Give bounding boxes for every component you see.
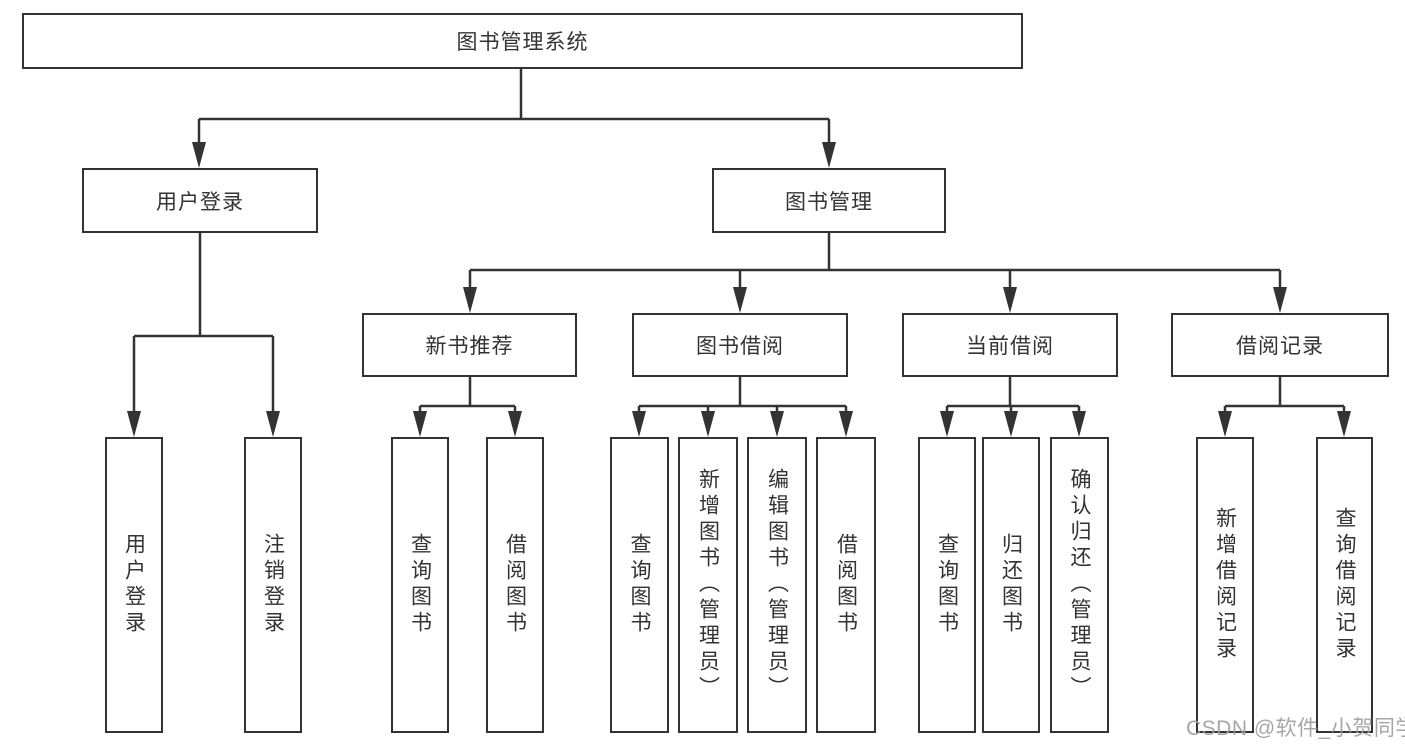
node-book-borrowing: 图书借阅 (632, 313, 848, 377)
leaf-label: 归还图书 (999, 533, 1023, 637)
leaf-borrow-books-borrowing: 借阅图书 (816, 437, 876, 733)
node-book-management: 图书管理 (712, 168, 946, 233)
node-label: 图书借阅 (696, 335, 784, 358)
csdn-watermark: CSDN @软件_小贺同学 (1186, 717, 1405, 740)
node-user-login: 用户登录 (82, 168, 318, 233)
leaf-user-login: 用户登录 (105, 437, 163, 733)
leaf-label: 注销登录 (261, 533, 285, 637)
leaf-query-books-recommend: 查询图书 (391, 437, 449, 733)
leaf-label: 编辑图书（管理员） (765, 468, 789, 702)
leaf-label: 借阅图书 (503, 533, 527, 637)
leaf-query-borrow-record: 查询借阅记录 (1316, 437, 1373, 733)
leaf-borrow-books-recommend: 借阅图书 (486, 437, 544, 733)
leaf-add-book-admin: 新增图书（管理员） (678, 437, 738, 733)
node-label: 当前借阅 (966, 335, 1054, 358)
node-library-management-system: 图书管理系统 (22, 13, 1023, 69)
leaf-label: 借阅图书 (834, 533, 858, 637)
node-label: 图书管理系统 (456, 31, 589, 54)
leaf-label: 查询借阅记录 (1333, 507, 1356, 663)
node-label: 新书推荐 (425, 335, 514, 358)
leaf-label: 确认归还（管理员） (1068, 468, 1091, 702)
leaf-add-borrow-record: 新增借阅记录 (1196, 437, 1254, 733)
arrowheads (127, 142, 1351, 437)
leaf-label: 查询图书 (408, 533, 432, 637)
leaf-label: 查询图书 (628, 533, 651, 637)
leaf-query-books-borrowing: 查询图书 (610, 437, 669, 733)
node-borrowing-records: 借阅记录 (1171, 313, 1389, 377)
node-new-book-recommendation: 新书推荐 (362, 313, 577, 377)
leaf-label: 新增图书（管理员） (696, 468, 720, 702)
node-current-borrowing: 当前借阅 (902, 313, 1118, 377)
leaf-edit-book-admin: 编辑图书（管理员） (747, 437, 807, 733)
leaf-confirm-return-admin: 确认归还（管理员） (1050, 437, 1109, 733)
node-label: 借阅记录 (1236, 335, 1324, 358)
node-label: 图书管理 (785, 190, 873, 214)
leaf-label: 用户登录 (122, 533, 146, 637)
connector-segments (132, 69, 1346, 415)
leaf-return-books: 归还图书 (982, 437, 1040, 733)
leaf-logout: 注销登录 (244, 437, 302, 733)
node-label: 用户登录 (156, 190, 244, 214)
leaf-query-books-current: 查询图书 (918, 437, 976, 733)
leaf-label: 查询图书 (935, 533, 959, 637)
leaf-label: 新增借阅记录 (1213, 507, 1237, 663)
